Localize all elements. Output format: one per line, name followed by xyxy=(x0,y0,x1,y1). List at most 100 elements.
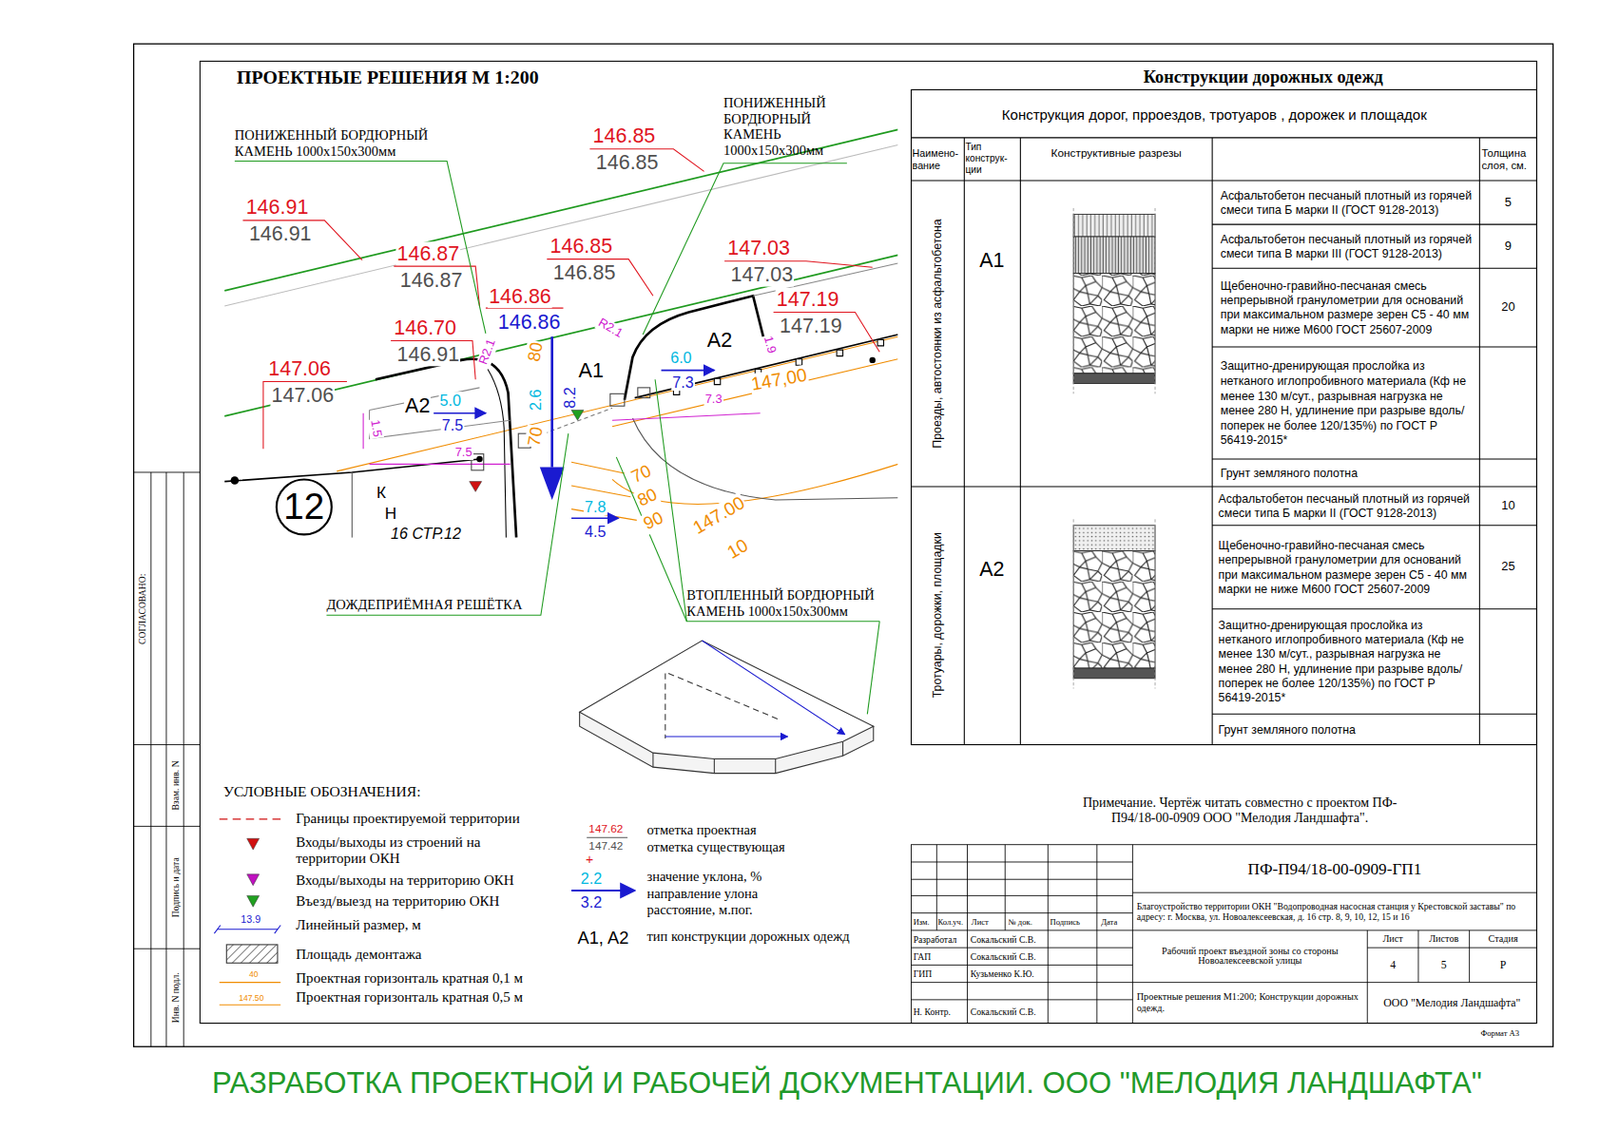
title-block-cell: Лист xyxy=(1382,933,1403,945)
curb-isometric xyxy=(579,640,874,760)
legend-text: Входы/выходы на территорию ОКН xyxy=(295,872,514,889)
elevation-design: 146.85 xyxy=(548,234,614,259)
elevation-existing: 147.06 xyxy=(269,384,335,408)
site-plan xyxy=(673,339,884,395)
site-plan xyxy=(369,387,511,440)
table-cell: Защитно-дренирующая прослойка из неткано… xyxy=(1218,617,1474,707)
site-plan xyxy=(351,472,353,539)
section-a1 xyxy=(1073,208,1156,394)
elevation-design: 147.19 xyxy=(775,288,841,312)
leader-lines xyxy=(326,433,568,616)
elevation-design: 146.85 xyxy=(592,124,657,149)
title-block-cell: Сокальский С.В. xyxy=(970,933,1037,945)
legend-text: значение уклона, % xyxy=(646,868,762,886)
callout-text: ПОНИЖЕННЫЙ БОРДЮРНЫЙ КАМЕНЬ 1000х150х300… xyxy=(234,127,455,159)
title-block-cell: Н. Контр. xyxy=(913,1006,951,1018)
table-header: Толщина слоя, см. xyxy=(1481,146,1535,172)
footer-caption: РАЗРАБОТКА ПРОЕКТНОЙ И РАБОЧЕЙ ДОКУМЕНТА… xyxy=(212,1066,1483,1101)
elevation-existing: 146.87 xyxy=(399,268,464,292)
table-cell: Щебеночно-гравийно-песчаная смесь непрер… xyxy=(1218,538,1474,598)
table-header: Тип конструк- ции xyxy=(964,142,1019,176)
title-block-cell: Подпись xyxy=(1049,917,1080,927)
site-plan xyxy=(369,463,511,465)
slope-arrows xyxy=(571,517,618,520)
elevation-design: 146.91 xyxy=(245,195,310,220)
slope-length: 4.5 xyxy=(583,522,608,541)
stamp-label: Инв. N подл. xyxy=(170,972,181,1023)
table-cell: Проезды, автостоянки из асфальтобетона xyxy=(930,218,945,448)
site-plan xyxy=(363,413,365,450)
curb-isometric xyxy=(579,640,874,774)
title-block-cell: Стадия xyxy=(1487,933,1518,945)
legend-sample: 13.9 xyxy=(240,914,261,926)
note: Примечание. Чертёж читать совместно с пр… xyxy=(1066,795,1414,827)
elevation-existing: 146.91 xyxy=(248,222,313,247)
table-cell: Асфальтобетон песчаный плотный из горяче… xyxy=(1218,491,1474,521)
site-plan xyxy=(375,359,517,539)
elevation-design: 146.70 xyxy=(392,316,458,341)
legend-samples xyxy=(586,837,628,839)
sheet-frame xyxy=(134,43,1554,1047)
pavement-type: A1 xyxy=(979,248,1004,272)
title-block xyxy=(910,845,1537,1024)
dimension: 7.3 xyxy=(704,392,724,407)
legend-text: Линейный размер, м xyxy=(295,917,422,934)
leader-lines xyxy=(234,161,486,334)
legend-swatch xyxy=(247,874,260,887)
site-plan xyxy=(571,462,637,521)
legend-text: расстояние, м.пог. xyxy=(646,902,752,919)
building-number-circle: 12 xyxy=(275,478,333,536)
legend-sample: 147.42 xyxy=(588,839,623,853)
stamp-label: СОГЛАСОВАНО: xyxy=(136,574,148,645)
legend-samples xyxy=(219,1004,281,1006)
elevation-design: 146.87 xyxy=(395,241,461,266)
elevation-design: 147.03 xyxy=(726,236,791,261)
elevation-leaders xyxy=(546,259,654,297)
sheet-frame xyxy=(134,43,1554,1047)
elevation-existing: 146.85 xyxy=(552,261,617,286)
contour-label: 70 xyxy=(523,424,548,450)
title-block-cell: Р xyxy=(1500,959,1507,973)
title-block-cell: Сокальский С.В. xyxy=(970,1006,1037,1018)
title-block-cell: 4 xyxy=(1389,959,1396,973)
section-a1 xyxy=(1073,273,1156,374)
site-plan xyxy=(637,387,651,399)
slope-arrows xyxy=(433,412,486,415)
stamp-label: Взам. инв. N xyxy=(170,760,181,810)
table-cell: Защитно-дренирующая прослойка из неткано… xyxy=(1220,359,1476,448)
site-plan xyxy=(487,369,506,539)
elevation-leaders xyxy=(242,149,880,450)
dimension: 7.5 xyxy=(454,445,474,461)
drawing-title: ПРОЕКТНЫЕ РЕШЕНИЯ М 1:200 xyxy=(236,67,540,90)
elevation-existing: 146.91 xyxy=(395,343,461,367)
table-heading: Конструкция дорог, прроездов, тротуаров … xyxy=(1002,106,1427,123)
slope-value: 2.6 xyxy=(526,387,545,412)
pavement-table xyxy=(910,89,1537,745)
building-number: 12 xyxy=(283,488,325,526)
title-block xyxy=(910,845,1537,1024)
table-cell: 10 xyxy=(1501,499,1515,514)
site-plan xyxy=(476,456,482,463)
leader-lines xyxy=(234,161,880,715)
legend-text: Входы/выходы из строений на территории О… xyxy=(295,834,482,868)
dimension: 1.5 xyxy=(366,418,385,440)
elevation-leaders xyxy=(393,266,480,307)
elevation-existing: 147.03 xyxy=(729,263,794,288)
building-label: К xyxy=(375,483,387,503)
elevation-leaders xyxy=(390,340,476,380)
leader-lines xyxy=(655,379,880,621)
site-plan xyxy=(224,144,898,307)
pavement-type: A1 xyxy=(578,359,605,384)
dimension: R2.1 xyxy=(594,315,626,343)
section-a2 xyxy=(1073,668,1156,679)
legend-heading: УСЛОВНЫЕ ОБОЗНАЧЕНИЯ: xyxy=(223,783,421,801)
section-a2 xyxy=(1073,551,1156,669)
elevation-existing: 146.85 xyxy=(595,151,660,175)
site-plan xyxy=(624,295,768,400)
table-cell: Тротуары, дорожки, площадки xyxy=(930,532,945,698)
legend-sample: 40 xyxy=(249,970,259,981)
site-plan xyxy=(612,413,761,422)
contour-label: 147.00 xyxy=(688,491,750,540)
title-block-cell: ГАП xyxy=(913,951,931,963)
pavement-type: A2 xyxy=(404,393,431,418)
